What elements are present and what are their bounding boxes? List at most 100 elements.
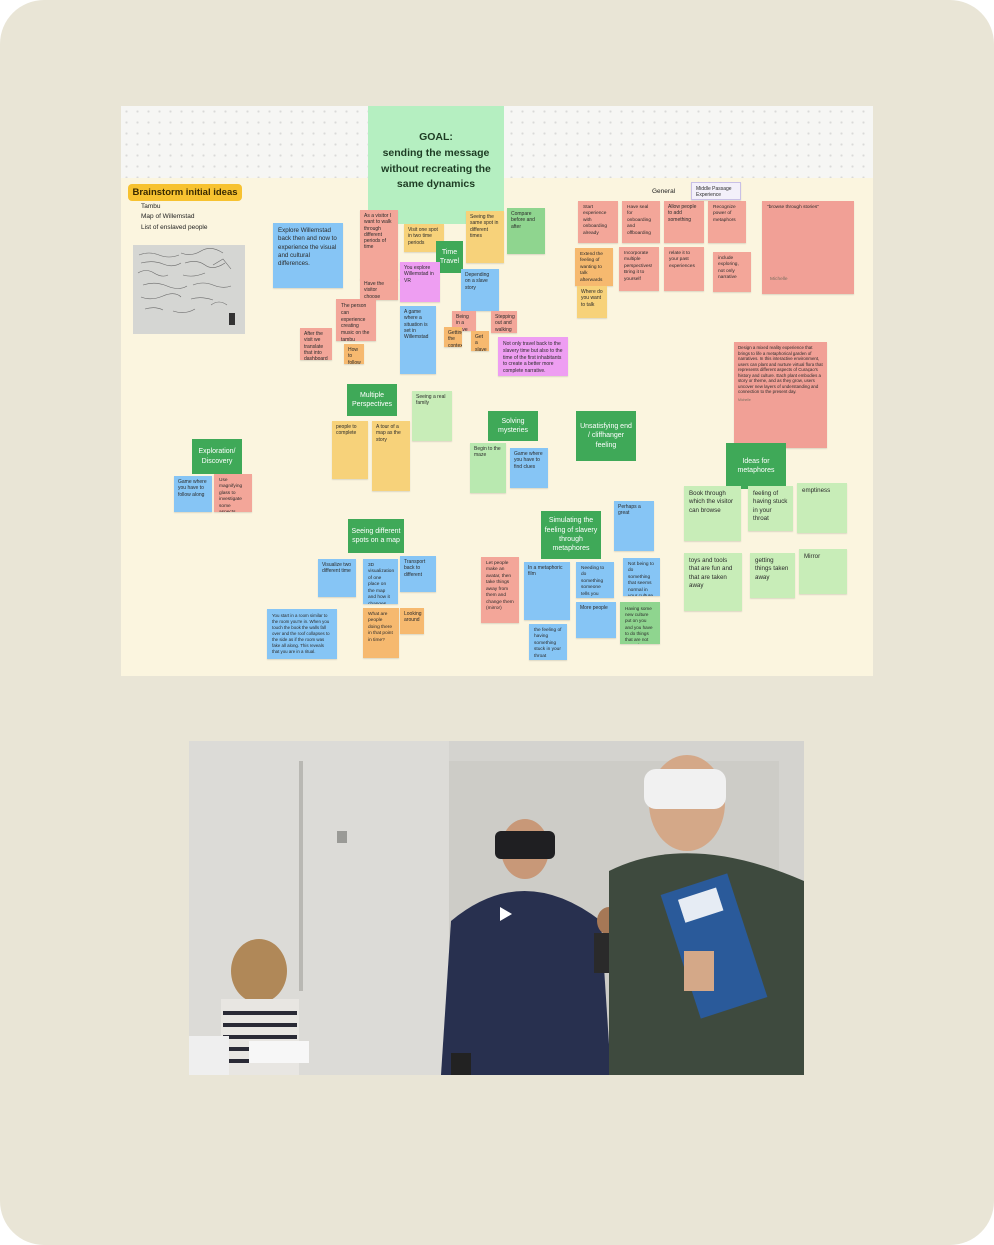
general-label: General [652,188,676,195]
goal-line: GOAL: [419,131,453,143]
sticky-note: What are people doing there in that poin… [363,608,399,658]
note-text: Not only travel back to the slavery time… [503,341,563,374]
brainstorm-title: Brainstorm initial ideas [128,184,242,201]
sticky-note: In a metaphoric film [524,562,570,620]
sticky-note: Have seal for onboarding and offboarding [622,201,660,243]
sticky-note: emptiness [797,483,847,533]
note-text: "browse through stories" [767,205,819,210]
note-text: Not being to do something that seems nor… [628,562,654,596]
category-header: Seeing different spots on a map [348,519,404,553]
sticky-note: relate it to your past experiences [664,247,704,291]
sticky-note: Transport back to different [400,556,436,592]
brainstorm-board-image: GOAL: sending the message without recrea… [121,106,873,676]
note-text: Design a mixed reality experience that b… [738,345,823,394]
note-text: Start experience with onboarding already [583,205,608,236]
note-text: feeling of having stuck in your throat [753,490,788,523]
sticky-note: The person can experience creating music… [336,299,376,341]
note-text: Incorporate multiple perspectives! Bring… [624,251,653,282]
sticky-note: Not only travel back to the slavery time… [498,337,568,376]
note-text: 3D visualization of one place on the map… [368,563,395,604]
note-text: relate it to your past experiences [669,251,695,269]
note-text: You start in a room similar to the room … [272,613,330,654]
sticky-note: Middle Passage Experience [691,182,741,200]
sticky-note: Perhaps a great [614,501,654,551]
note-text: Mirror [804,553,821,560]
sticky-note: Mirror [799,549,847,594]
sticky-note: Seeing the same spot in different times [466,211,504,263]
sticky-note: Not being to do something that seems nor… [623,558,660,596]
goal-line: sending the message [382,146,490,159]
sticky-note: Use magnifying glass to investigate some… [214,474,252,512]
note-text: Explore Willemstad back then and now to … [278,227,337,268]
video-player[interactable] [189,741,804,1075]
note-text: include exploring, not only narrative [718,256,739,281]
sticky-note: 3D visualization of one place on the map… [363,559,398,604]
sticky-note: Have the visitor choose where to go [360,278,398,300]
note-text: Needing to do something someone tells yo… [581,566,605,597]
sticky-note: Start experience with onboarding already [578,201,618,243]
note-text: What are people doing there in that poin… [368,612,393,643]
sticky-note: As a visitor I want to walk through diff… [360,210,398,280]
sticky-note: Looking around [400,608,424,634]
goal-line: without recreating the [381,162,491,175]
sticky-note: Incorporate multiple perspectives! Bring… [619,247,659,291]
brainstorm-item: Tambu [141,203,161,210]
sticky-note: Game where you have to follow along [174,476,212,512]
note-text: The person can experience creating music… [341,303,370,341]
note-text: Book through which the visitor can brows… [689,490,734,514]
category-header: Ideas for metaphores [726,443,786,489]
sticky-note: Getting the context [444,327,462,347]
play-icon[interactable] [500,907,512,921]
goal-note: GOAL: sending the message without recrea… [368,106,504,224]
sticky-note: Book through which the visitor can brows… [684,486,741,541]
category-header: Time Travel [436,241,463,273]
whiteboard-photo [133,245,245,334]
brainstorm-item: Map of Willemstad [141,213,195,220]
sticky-note: Seeing a real family [412,391,452,441]
sticky-note: include exploring, not only narrative [713,252,751,292]
sticky-note: Let people make an avatar, then take thi… [481,557,519,623]
sticky-note: Where do you want to talk [577,286,607,318]
goal-line: same dynamics [396,178,476,191]
video-frame [189,741,804,1075]
sticky-note: After the visit we translate that into d… [300,328,332,360]
note-text: Let people make an avatar, then take thi… [486,561,514,612]
sticky-note: You explore Willemstad in VR [400,262,440,302]
sticky-note: "browse through stories" Michelle [762,201,854,294]
sticky-note: Design a mixed reality experience that b… [734,342,827,448]
note-text: toys and tools that are fun and that are… [689,557,733,590]
note-text: Use magnifying glass to investigate some… [219,478,243,512]
note-text: Recognize power of metaphors [713,205,736,223]
note-author: Michelle [770,277,788,282]
sticky-note: Visualize two different time [318,559,356,597]
sticky-note: You start in a room similar to the room … [267,609,337,659]
whiteboard-scribbles [133,245,245,334]
category-header: Unsatisfying end / cliffhanger feeling [576,411,636,461]
sticky-note: How to follow the rhythm? [344,344,364,364]
sticky-note: Game where you have to find clues [510,448,548,488]
brainstorm-item: List of enslaved people [141,224,208,231]
note-text: Have seal for onboarding and offboarding [627,205,652,236]
sticky-note: Stepping out and walking [491,311,517,333]
category-header: Solving mysteries [488,411,538,441]
sticky-note: Allow people to add something [664,201,704,243]
note-text: Extend the feeling of wanting to talk af… [580,252,603,283]
sticky-note: Extend the feeling of wanting to talk af… [575,248,613,286]
sticky-note: getting things taken away [750,553,795,598]
sticky-note: people to complete [332,421,368,479]
sticky-note: Having some new culture put on you and y… [620,602,660,644]
sticky-note: Compare before and after [507,208,545,254]
sticky-note: A game where a situation is set in Wille… [400,306,436,374]
sticky-note: the feeling of having something stuck in… [529,624,567,660]
category-header: Exploration/ Discovery [192,439,242,474]
sticky-note: A tour of a map as the story [372,421,410,491]
note-author: Michelle [738,397,751,402]
note-text: the feeling of having something stuck in… [534,628,562,659]
note-text: emptiness [802,487,831,494]
sticky-note: Explore Willemstad back then and now to … [273,223,343,288]
sticky-note: Needing to do something someone tells yo… [576,562,614,598]
sticky-note: toys and tools that are fun and that are… [684,553,742,611]
category-header: Simulating the feeling of slavery throug… [541,511,601,559]
sticky-note: Begin to the maze [470,443,506,493]
